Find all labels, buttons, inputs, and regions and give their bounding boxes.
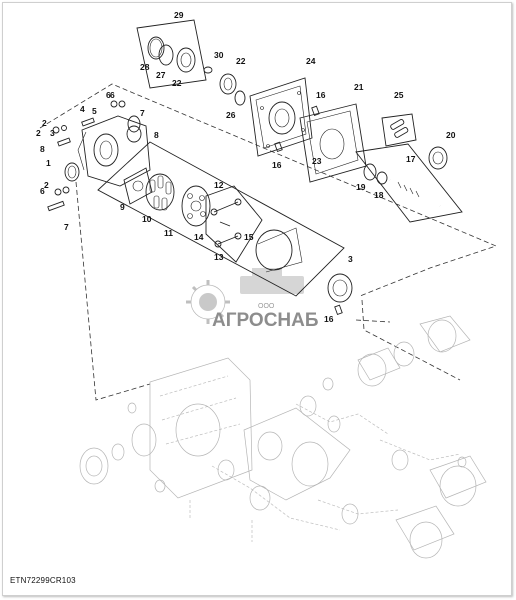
seal-kit-group xyxy=(136,19,207,89)
watermark-company-text: АГРОСНАБ xyxy=(212,310,319,331)
drawing-frame xyxy=(2,2,512,596)
part-label: 3 xyxy=(50,128,55,138)
part-label: 26 xyxy=(226,110,236,120)
valve-plate-part xyxy=(327,273,353,316)
roller-kit-group xyxy=(381,113,417,147)
part-label: 8 xyxy=(40,144,45,154)
agrosnab-watermark: ООО АГРОСНАБ xyxy=(186,268,319,331)
part-label: 6 xyxy=(40,186,45,196)
part-label: 15 xyxy=(244,232,254,242)
part-label: 3 xyxy=(348,254,353,264)
part-label: 23 xyxy=(312,156,322,166)
part-label: 19 xyxy=(356,182,366,192)
part-label: 9 xyxy=(120,202,125,212)
retainer-and-seal-parts xyxy=(203,66,246,106)
part-label: 17 xyxy=(406,154,416,164)
part-label: 22 xyxy=(236,56,246,66)
gasket-part xyxy=(299,103,367,183)
bearing-part xyxy=(428,146,448,170)
rotating-group-box xyxy=(97,141,345,297)
part-label: 14 xyxy=(194,232,204,242)
assembly-boundary-dashed xyxy=(39,83,498,401)
part-label: 2 xyxy=(44,180,49,190)
pump-housing-part xyxy=(77,115,151,187)
part-label: 2 xyxy=(36,128,41,138)
dowel-pin-parts xyxy=(274,105,320,153)
part-label: 7 xyxy=(64,222,69,232)
part-label: 16 xyxy=(272,160,282,170)
part-label: 29 xyxy=(174,10,184,20)
part-label: 21 xyxy=(354,82,364,92)
part-label: 25 xyxy=(394,90,404,100)
part-label: 16 xyxy=(316,90,326,100)
part-label: 5 xyxy=(92,106,97,116)
part-label: 11 xyxy=(164,228,173,238)
part-label: 7 xyxy=(140,108,145,118)
part-label: 4 xyxy=(80,104,85,114)
part-number-labels: 29 30 22 24 28 27 22 26 21 16 25 20 4 6 … xyxy=(36,10,456,324)
part-label: 24 xyxy=(306,56,316,66)
part-label: 10 xyxy=(142,214,152,224)
fastener-parts-left xyxy=(47,100,141,212)
transmission-context-ghost xyxy=(79,315,487,559)
part-label: 8 xyxy=(154,130,159,140)
part-label: 22 xyxy=(172,78,182,88)
part-label: 2 xyxy=(42,118,47,128)
part-label: 27 xyxy=(156,70,166,80)
part-label: 30 xyxy=(214,50,224,60)
part-label: 6 xyxy=(106,90,111,100)
part-label: 1 xyxy=(46,158,51,168)
part-label: 18 xyxy=(374,190,384,200)
part-label: 6 xyxy=(110,90,115,100)
watermark-small-text: ООО xyxy=(258,303,275,310)
part-label: 16 xyxy=(324,314,334,324)
part-label: 20 xyxy=(446,130,456,140)
part-label: 28 xyxy=(140,62,150,72)
part-label: 13 xyxy=(214,252,224,262)
drawing-code-label: ETN72299CR103 xyxy=(10,576,76,585)
part-label: 12 xyxy=(214,180,224,190)
drive-shaft-group xyxy=(355,143,463,223)
